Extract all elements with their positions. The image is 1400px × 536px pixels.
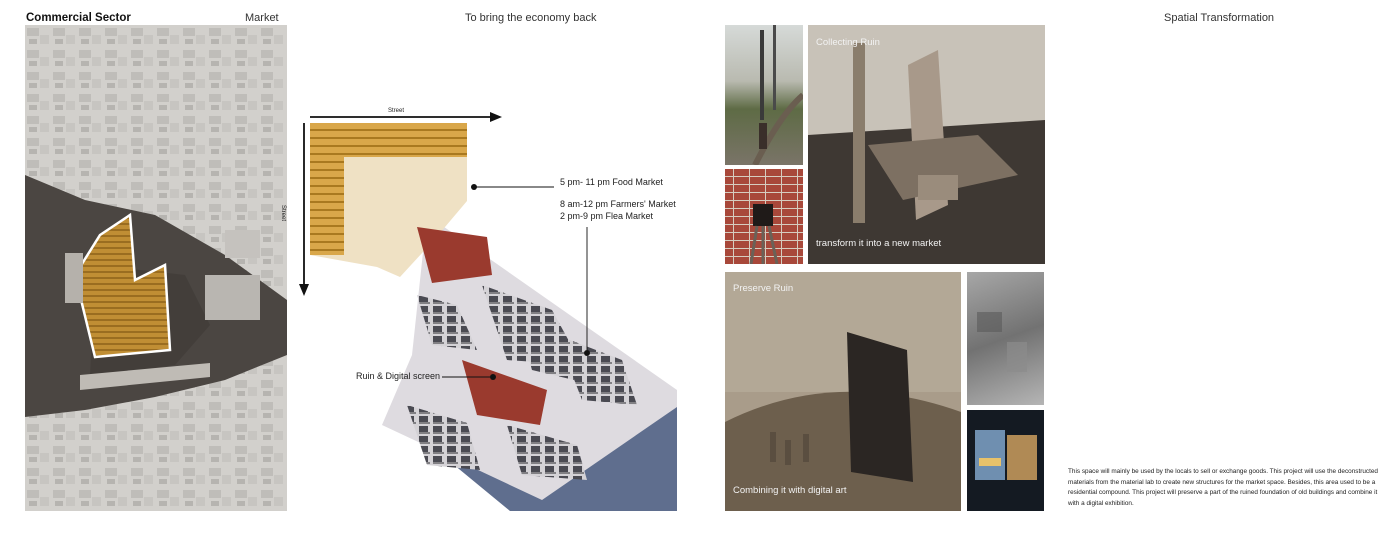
aerial-site-plan [25, 25, 287, 511]
preserve-ruin-render [725, 272, 961, 511]
railway-photo [725, 25, 803, 165]
collecting-ruin-caption: Collecting Ruin [816, 37, 880, 48]
aerial-greyscale-photo [967, 272, 1044, 405]
market-hours-food: 5 pm- 11 pm Food Market [560, 177, 663, 187]
transform-caption: transform it into a new market [816, 238, 942, 249]
axis-label-street-horizontal: Street [388, 108, 405, 114]
axis-label-street-vertical: Street [280, 205, 286, 222]
brick-wall-photo [725, 169, 803, 264]
collecting-ruin-render [808, 25, 1045, 264]
project-description: This space will mainly be used by the lo… [1068, 468, 1378, 507]
market-title: Market [245, 12, 279, 24]
preserve-ruin-drawing [725, 272, 961, 511]
section-title: Commercial Sector [26, 12, 131, 24]
market-hours-farmers: 8 am-12 pm Farmers' Market [560, 199, 676, 209]
isometric-drawing [299, 112, 677, 511]
ruin-digital-label: Ruin & Digital screen [356, 371, 441, 381]
combining-caption: Combining it with digital art [733, 485, 847, 496]
preserve-ruin-caption: Preserve Ruin [733, 283, 794, 294]
aerial-greyscale-drawing [977, 312, 1027, 372]
market-hours-flea: 2 pm-9 pm Flea Market [560, 211, 654, 221]
market-isometric-diagram [292, 105, 678, 511]
digital-exhibition-photo [967, 410, 1044, 511]
brick-wall-drawing [725, 169, 803, 264]
railway-photo-drawing [752, 25, 803, 165]
site-plan-drawing [25, 25, 287, 511]
spatial-title: Spatial Transformation [1164, 12, 1275, 24]
collecting-ruin-drawing [808, 25, 1045, 264]
economy-title: To bring the economy back [465, 12, 597, 24]
digital-exhibition-drawing [975, 430, 1037, 480]
